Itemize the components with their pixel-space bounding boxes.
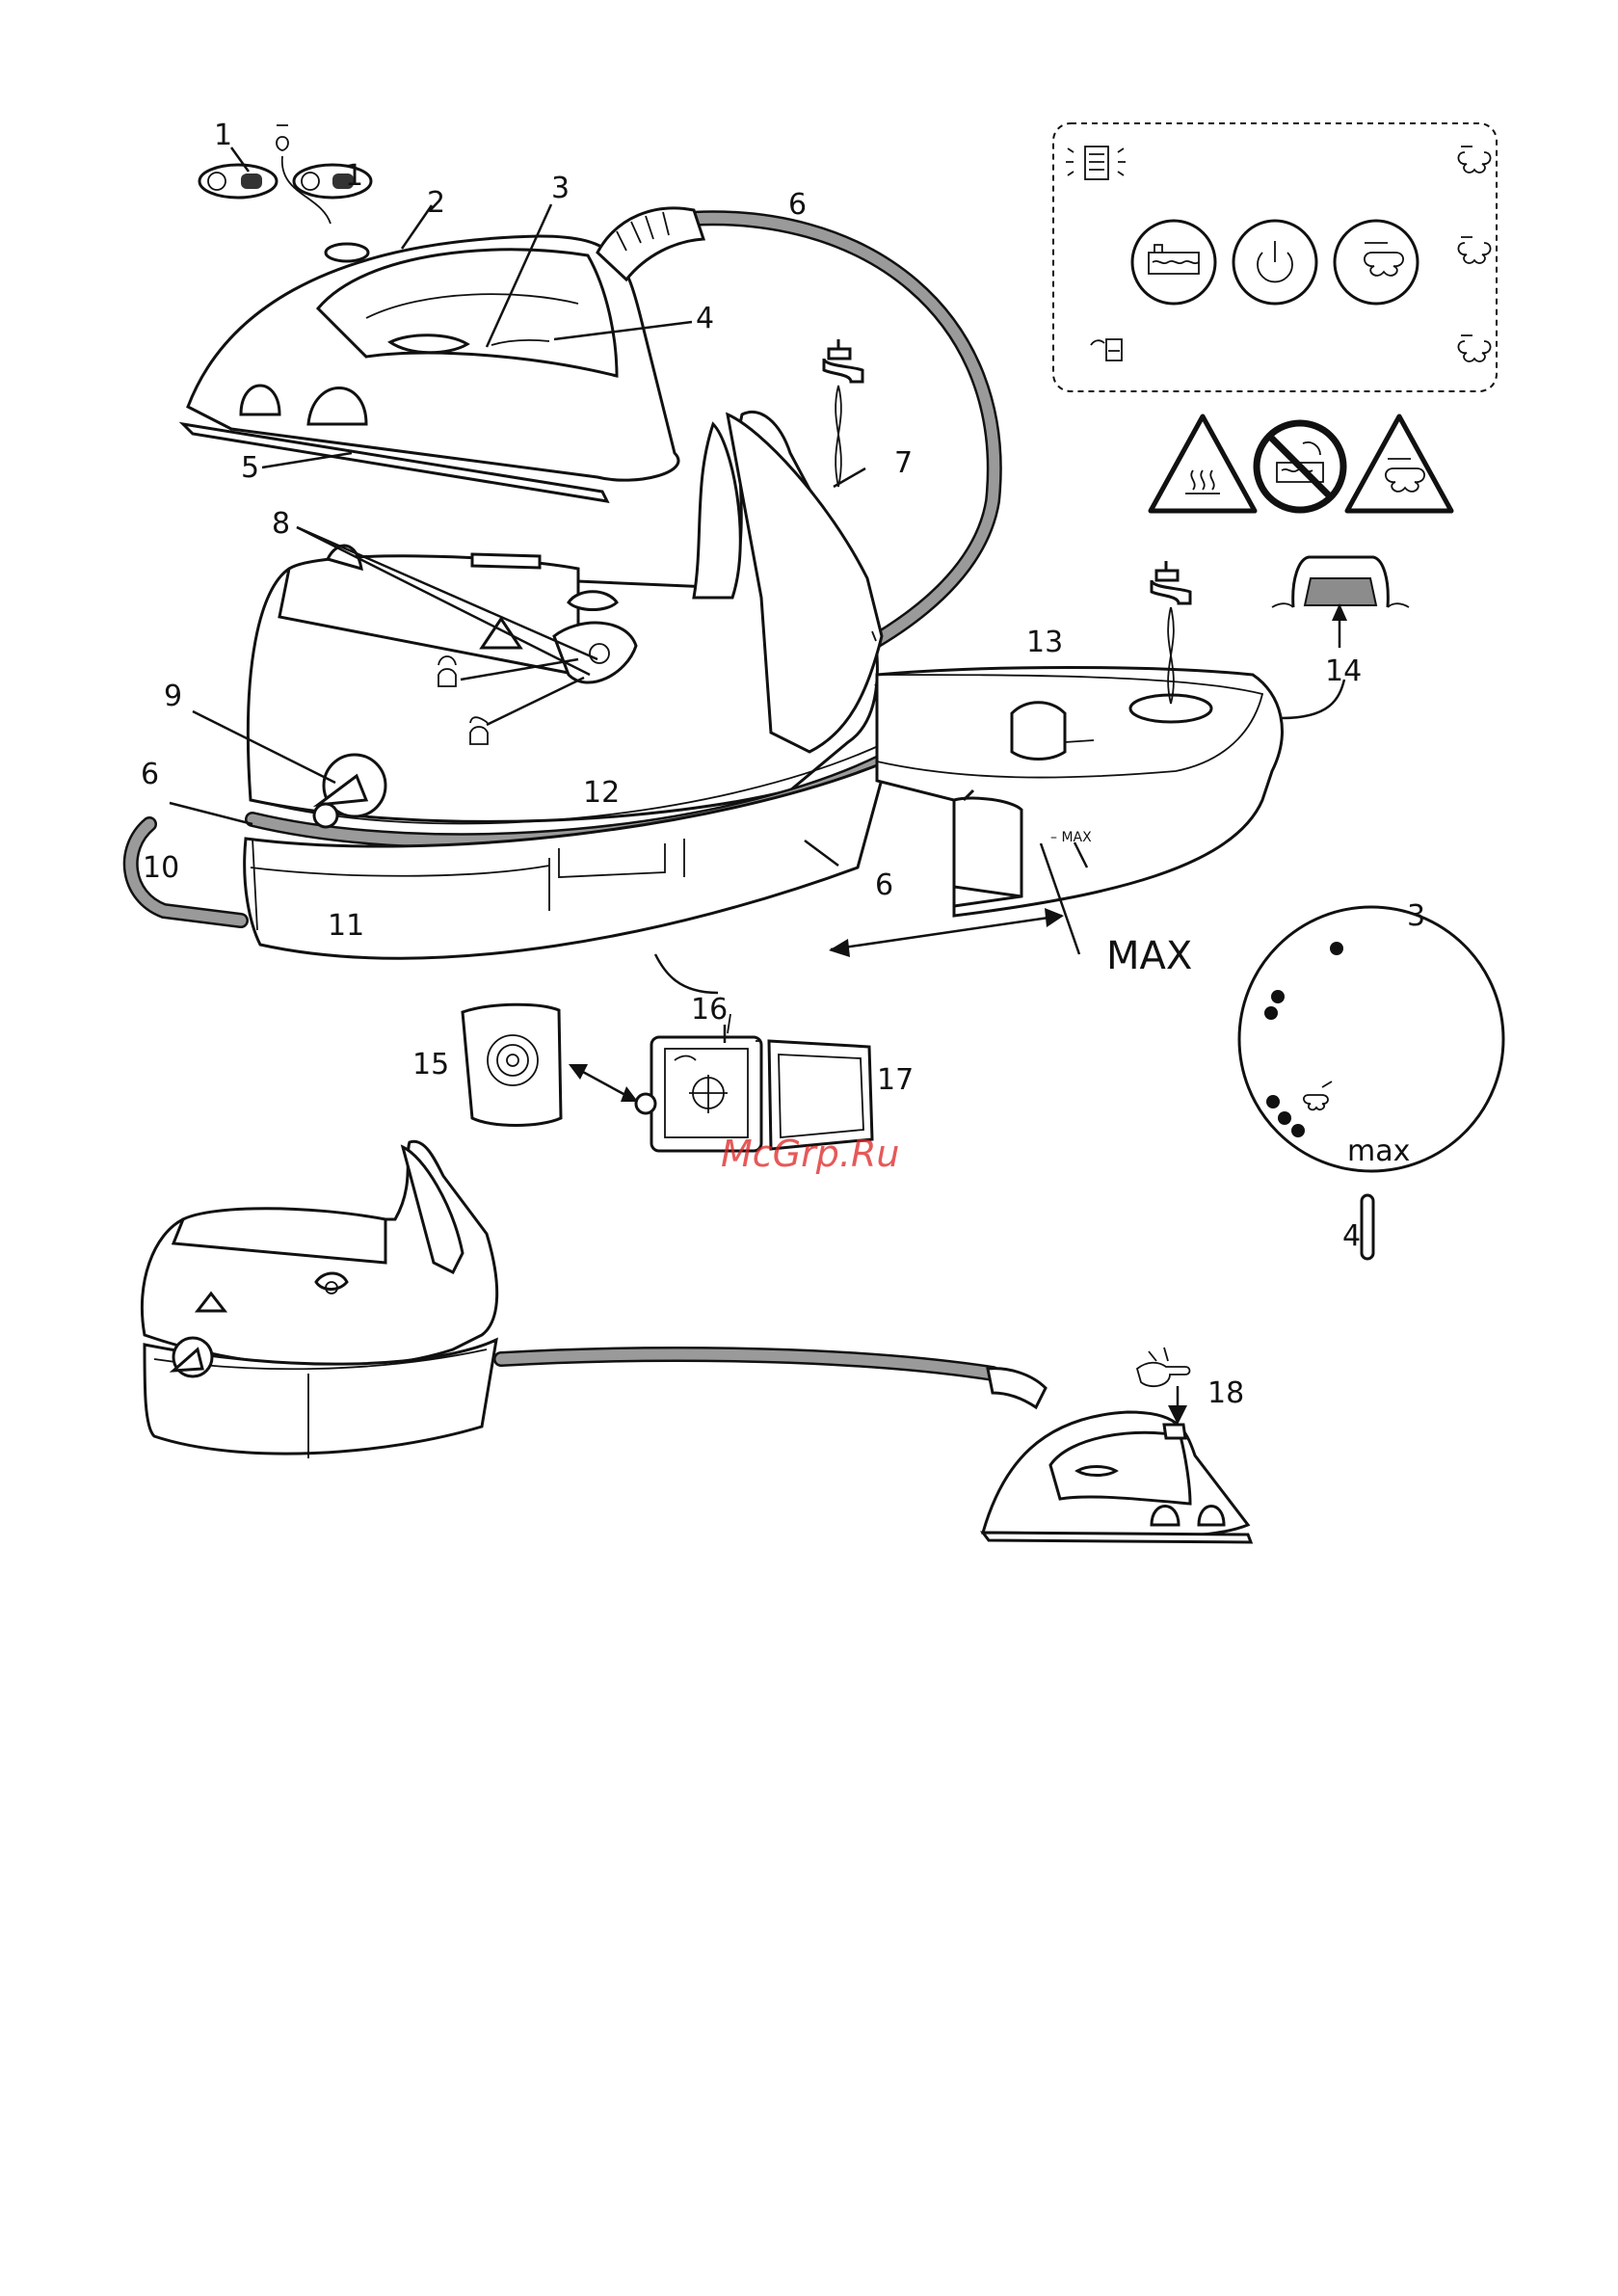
- hot-surface-warning-icon: [1151, 416, 1255, 511]
- steam-button-icon[interactable]: [1335, 221, 1418, 304]
- label-10: 10: [143, 851, 179, 885]
- steam-level-icon: [1458, 237, 1490, 263]
- water-tank: [877, 668, 1282, 917]
- bottom-hose: [501, 1354, 1046, 1407]
- label-4b: 4: [1342, 1219, 1361, 1253]
- label-6b: 6: [141, 758, 159, 791]
- label-11: 11: [328, 909, 364, 943]
- label-18: 18: [1207, 1376, 1244, 1410]
- label-1b: 1: [345, 159, 363, 193]
- label-9: 9: [164, 680, 182, 713]
- bottom-base: [142, 1141, 496, 1458]
- water-tank-button-icon[interactable]: [1132, 221, 1215, 304]
- label-8: 8: [272, 507, 290, 541]
- refill-water-icon: [1091, 339, 1122, 360]
- steam-ready-icon: [1458, 147, 1490, 173]
- steam-caution-icon: [1347, 416, 1451, 511]
- label-17: 17: [877, 1063, 914, 1097]
- tap-icon: [824, 339, 862, 487]
- label-3b: 3: [1407, 899, 1425, 933]
- bottom-iron: [983, 1412, 1251, 1542]
- dial-max-label: max: [1347, 1135, 1410, 1168]
- cassette-holder: [636, 1014, 872, 1151]
- label-15: 15: [412, 1048, 449, 1081]
- label-16: 16: [691, 993, 728, 1027]
- tank-slot-detail: [1272, 557, 1409, 718]
- control-panel: [1053, 123, 1497, 391]
- label-2: 2: [427, 186, 445, 220]
- label-5: 5: [241, 451, 259, 485]
- label-12: 12: [583, 776, 620, 810]
- descale-indicator-icon: [1066, 147, 1126, 179]
- label-13: 13: [1026, 626, 1063, 659]
- power-button-icon[interactable]: [1233, 221, 1316, 304]
- steam-low-icon: [1458, 335, 1490, 361]
- label-3: 3: [551, 172, 570, 205]
- watermark: McGrp.Ru: [721, 1133, 899, 1175]
- no-immersion-warning-icon: [1257, 423, 1343, 510]
- label-6c: 6: [875, 868, 893, 902]
- label-7: 7: [894, 446, 913, 480]
- label-14: 14: [1325, 654, 1362, 688]
- temperature-dial: [1239, 907, 1503, 1171]
- steam-control-bar: [1362, 1195, 1373, 1259]
- double-arrow: [829, 908, 1064, 957]
- cassette-arrow: [569, 1064, 638, 1102]
- label-1a: 1: [214, 119, 232, 152]
- tank-max-mark: – MAX: [1050, 830, 1092, 845]
- filter-cassette: [463, 1004, 561, 1125]
- label-4: 4: [696, 302, 714, 335]
- label-6a: 6: [788, 188, 807, 222]
- max-label: MAX: [1106, 934, 1192, 978]
